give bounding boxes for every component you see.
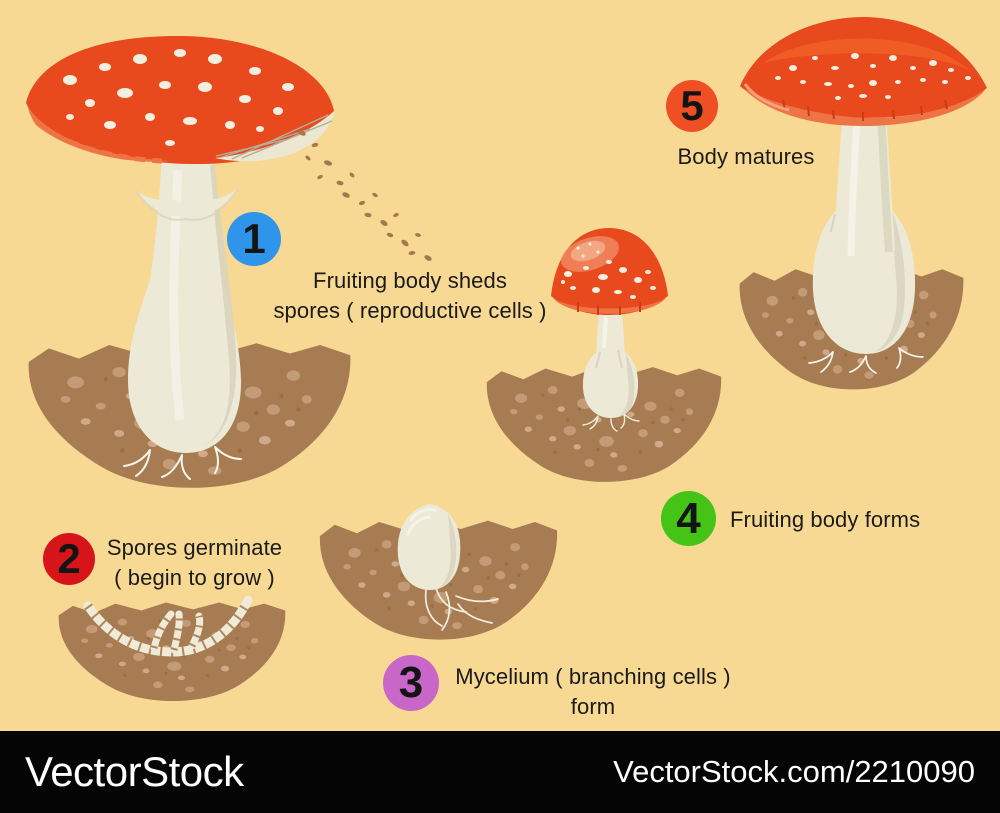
step-3-number-badge: 3 [383, 655, 439, 711]
step-1-caption: Fruiting body sheds spores ( reproductiv… [250, 266, 570, 326]
step-2-caption-line2: ( begin to grow ) [114, 564, 275, 590]
step-2-number-badge: 2 [43, 533, 95, 585]
germinating-hyphae [83, 595, 253, 657]
step-1-number-badge: 1 [227, 212, 281, 266]
cap-gloss [763, 38, 971, 72]
gill-lines [215, 114, 333, 160]
cap-spots [775, 53, 971, 100]
mushroom-cap [740, 17, 987, 126]
mushroom-cap [26, 35, 334, 165]
falling-spores [298, 130, 432, 261]
vectorstock-logo: VectorStock [25, 748, 244, 795]
cap-fringe [743, 88, 985, 126]
cap-fringe-streaks [782, 99, 948, 121]
step-2-caption: Spores germinate ( begin to grow ) [92, 533, 297, 593]
step-5-number-badge: 5 [666, 80, 718, 132]
step-3-caption-line1: Mycelium ( branching cells ) [455, 664, 731, 689]
mycelium-roots [424, 587, 499, 631]
watermark-bar: VectorStock VectorStock.com/2210090 [0, 731, 1000, 813]
fruiting-body-egg [397, 504, 461, 590]
step-3-caption: Mycelium ( branching cells ) form [443, 662, 743, 722]
mycelium-roots [808, 347, 924, 374]
cap-gills [215, 111, 334, 162]
step-4-caption: Fruiting body forms [730, 505, 950, 535]
cap-fringe [553, 298, 666, 314]
step-4-caption-line1: Fruiting body forms [730, 507, 921, 532]
young-mushroom-illustration [486, 228, 722, 482]
step-3-caption-line2: form [570, 693, 616, 719]
step-5-caption-line1: Body matures [677, 144, 815, 169]
germinating-spores-illustration [58, 595, 286, 702]
step-2-caption-line1: Spores germinate [106, 535, 283, 560]
cap-spots [561, 242, 656, 299]
step-4-number-badge: 4 [661, 491, 716, 546]
cap-fringe-streaks [577, 302, 641, 315]
mushroom-cap [551, 228, 668, 315]
mature-mushroom-illustration [739, 17, 987, 390]
mycelium-roots [123, 446, 242, 480]
shedding-mushroom-illustration [26, 35, 432, 488]
mushroom-stem [834, 108, 895, 257]
mycelium-egg-illustration [319, 504, 558, 640]
step-5-caption: Body matures [648, 142, 844, 172]
step-1-caption-line2: spores ( reproductive cells ) [273, 297, 547, 323]
stem-ring [136, 189, 238, 216]
step-1-caption-line1: Fruiting body sheds [313, 268, 507, 293]
vectorstock-credit: VectorStock.com/2210090 [613, 754, 975, 789]
volva-bulb [582, 346, 639, 418]
mycelium-roots [582, 413, 640, 432]
mushroom-stem [128, 153, 242, 453]
cap-spots [63, 49, 294, 146]
